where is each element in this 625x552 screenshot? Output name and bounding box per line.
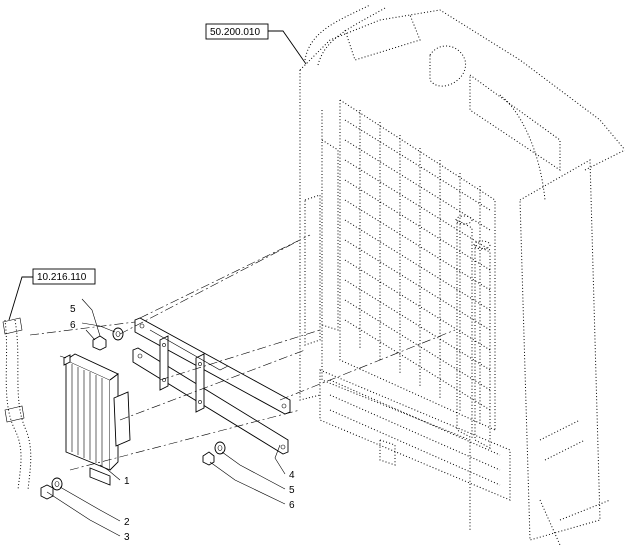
screw-part-5-upper[interactable] [85,329,107,351]
callout-6-upper: 6 [70,320,76,331]
callout-1: 1 [124,476,130,487]
callout-3: 3 [124,532,130,543]
screw-part-5-lower[interactable] [202,451,215,466]
callout-4: 4 [289,470,295,481]
washer-part-6-upper[interactable] [112,327,124,341]
radiator-reference-leader [268,30,307,65]
radiator-reference-text: 50.200.010 [210,27,260,38]
callout-6-lower: 6 [289,500,295,511]
callout-5-upper: 5 [70,304,76,315]
cooler-reference-text: 10.216.110 [37,272,87,283]
radiator-reference-label[interactable]: 50.200.010 [205,23,269,40]
cooler-hoses [2,317,32,491]
radiator-core-grille [344,110,491,426]
nut-part-2[interactable] [51,477,63,491]
oil-cooler-part-1[interactable] [59,353,131,486]
radiator-assembly [299,4,625,546]
washer-part-6-lower[interactable] [214,441,226,455]
cooler-reference-label[interactable]: 10.216.110 [32,268,96,285]
callout-2: 2 [124,517,130,528]
assembly-axis-lines [29,234,456,471]
callout-5-lower: 5 [289,485,295,496]
callout-leaders [46,298,286,537]
cooler-reference-leader [8,276,33,321]
mounting-bracket-part-4[interactable] [132,317,291,455]
